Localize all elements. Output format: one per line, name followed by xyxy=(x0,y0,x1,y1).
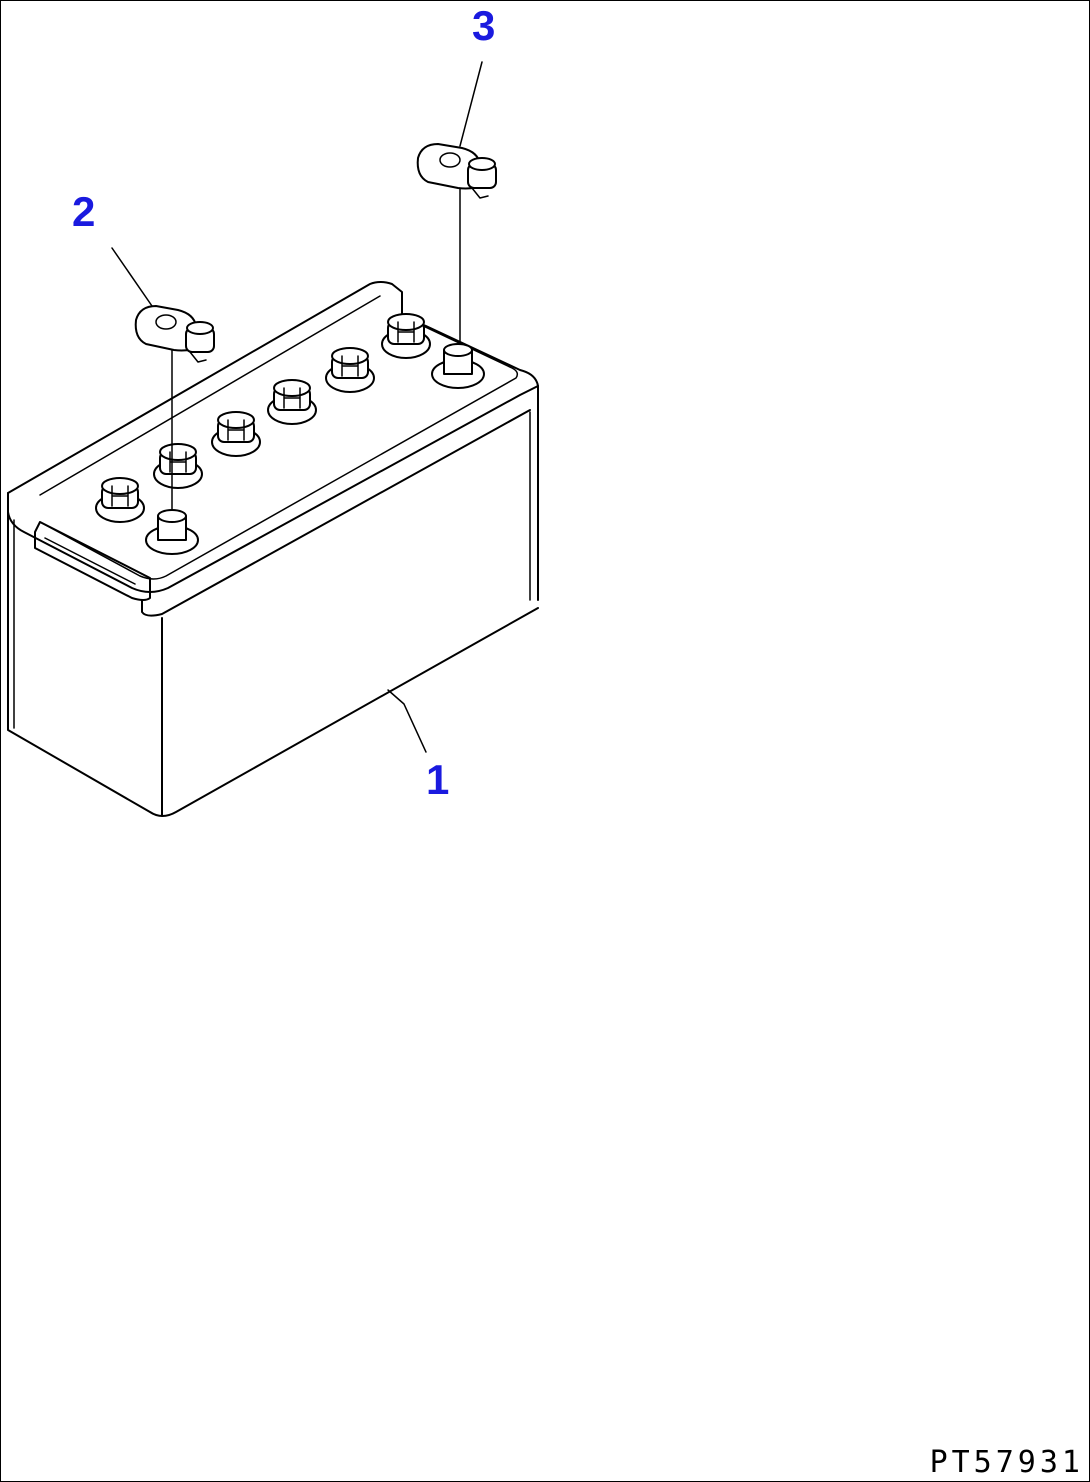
terminal-clamp-negative xyxy=(134,305,215,511)
vent-cap xyxy=(325,347,375,393)
vent-cap xyxy=(95,477,145,523)
callout-3: 3 xyxy=(472,2,495,49)
drawing-id: PT57931 xyxy=(929,1445,1084,1480)
terminal-post xyxy=(145,509,199,555)
vent-cap xyxy=(211,411,261,457)
terminal-posts xyxy=(145,343,485,555)
callouts: 1 2 3 xyxy=(72,2,495,803)
leader-line-1 xyxy=(387,689,427,753)
leader-lines xyxy=(111,61,483,753)
callout-2: 2 xyxy=(72,188,95,235)
leader-line-2 xyxy=(111,247,153,307)
terminal-post xyxy=(431,343,485,389)
vent-cap xyxy=(153,443,203,489)
vent-caps xyxy=(95,313,431,523)
battery xyxy=(7,281,539,817)
vent-cap xyxy=(267,379,317,425)
callout-1: 1 xyxy=(426,756,449,803)
vent-cap xyxy=(381,313,431,359)
terminal-clamp-positive xyxy=(416,143,497,345)
leader-line-3 xyxy=(459,61,483,147)
